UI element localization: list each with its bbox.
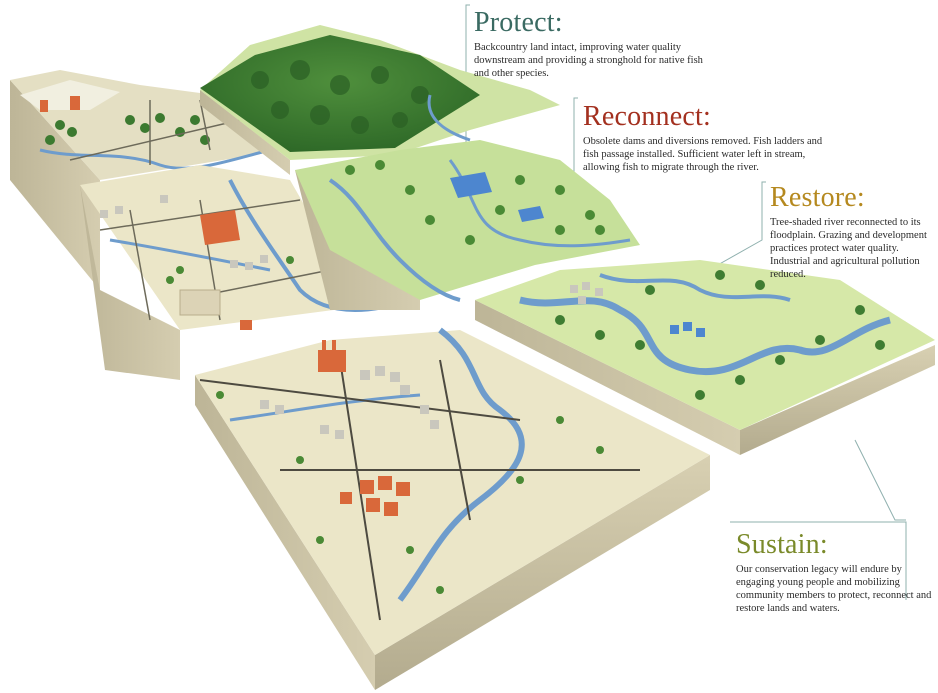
sustain-label: Sustain: Our conservation legacy will en… (736, 530, 936, 615)
reconnect-title: Reconnect: (583, 101, 711, 132)
reconnect-description: Obsolete dams and diversions removed. Fi… (583, 136, 823, 173)
sustain-leader-line (730, 521, 907, 555)
sustain-leader-line-2 (854, 439, 906, 521)
sustain-title: Sustain: (736, 529, 828, 560)
restore-description: Tree-shaded river reconnected to its flo… (770, 217, 927, 280)
block-forest (200, 25, 560, 175)
sustain-description: Our conservation legacy will endure by e… (736, 564, 932, 614)
protect-title: Protect: (474, 7, 563, 38)
reconnect-label: Reconnect: Obsolete dams and diversions … (583, 102, 823, 174)
block-floodplain (475, 260, 935, 455)
restore-title: Restore: (770, 182, 865, 213)
block-green-hills (295, 140, 640, 310)
protect-label: Protect: Backcountry land intact, improv… (474, 8, 704, 80)
restore-label: Restore: Tree-shaded river reconnected t… (770, 183, 938, 281)
restore-leader-line (699, 181, 766, 276)
protect-description: Backcountry land intact, improving water… (474, 42, 703, 79)
block-city (195, 327, 710, 690)
